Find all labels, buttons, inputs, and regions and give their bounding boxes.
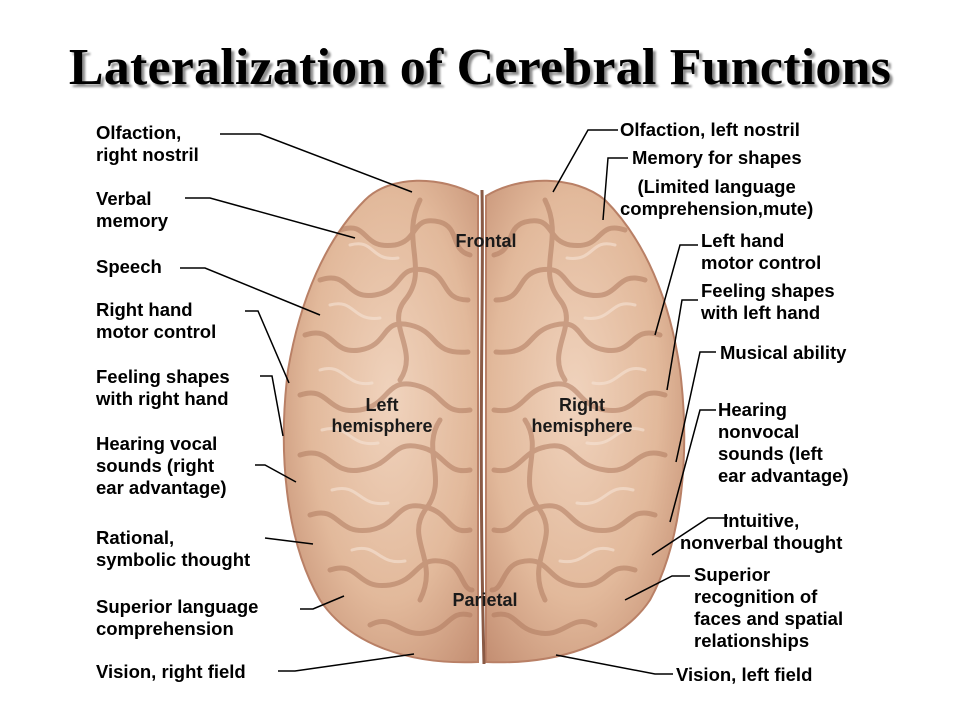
label-superior-language-comprehension: Superior language comprehension: [96, 596, 259, 639]
region-frontal: Frontal: [455, 231, 517, 251]
label-rational-symbolic-thought: Rational, symbolic thought: [96, 527, 251, 570]
label-superior-recognition-faces: Superior recognition of faces and spatia…: [694, 564, 844, 651]
label-right-hand-motor-control: Right hand motor control: [96, 299, 217, 342]
label-limited-language-comprehension: (Limited language comprehension,mute): [620, 176, 814, 219]
leader-lines-left: [180, 133, 415, 672]
label-memory-for-shapes: Memory for shapes: [632, 147, 802, 168]
label-hearing-nonvocal-sounds: Hearing nonvocal sounds (left ear advant…: [718, 399, 849, 486]
label-feeling-shapes-left-hand: Feeling shapes with left hand: [701, 280, 835, 323]
label-hearing-vocal-sounds: Hearing vocal sounds (right ear advantag…: [96, 433, 227, 498]
label-vision-left-field: Vision, left field: [676, 664, 813, 685]
left-hemisphere-shape: [282, 179, 479, 664]
leader-lines-right: [552, 129, 728, 675]
label-left-hand-motor-control: Left hand motor control: [701, 230, 822, 273]
label-musical-ability: Musical ability: [720, 342, 847, 363]
page-title: Lateralization of Cerebral Functions: [68, 39, 892, 96]
region-right-hemisphere: Right hemisphere: [531, 395, 633, 436]
right-hemisphere-shape: [485, 179, 686, 664]
label-intuitive-nonverbal-thought: Intuitive, nonverbal thought: [680, 510, 843, 553]
region-left-hemisphere: Left hemisphere: [331, 395, 433, 436]
label-olfaction-right-nostril: Olfaction, right nostril: [96, 122, 199, 165]
label-feeling-shapes-right-hand: Feeling shapes with right hand: [96, 366, 230, 409]
region-parietal: Parietal: [452, 590, 518, 610]
longitudinal-fissure: [479, 189, 486, 665]
label-vision-right-field: Vision, right field: [96, 661, 246, 682]
label-verbal-memory: Verbal memory: [96, 188, 168, 231]
label-olfaction-left-nostril: Olfaction, left nostril: [620, 119, 800, 140]
label-speech: Speech: [96, 256, 162, 277]
